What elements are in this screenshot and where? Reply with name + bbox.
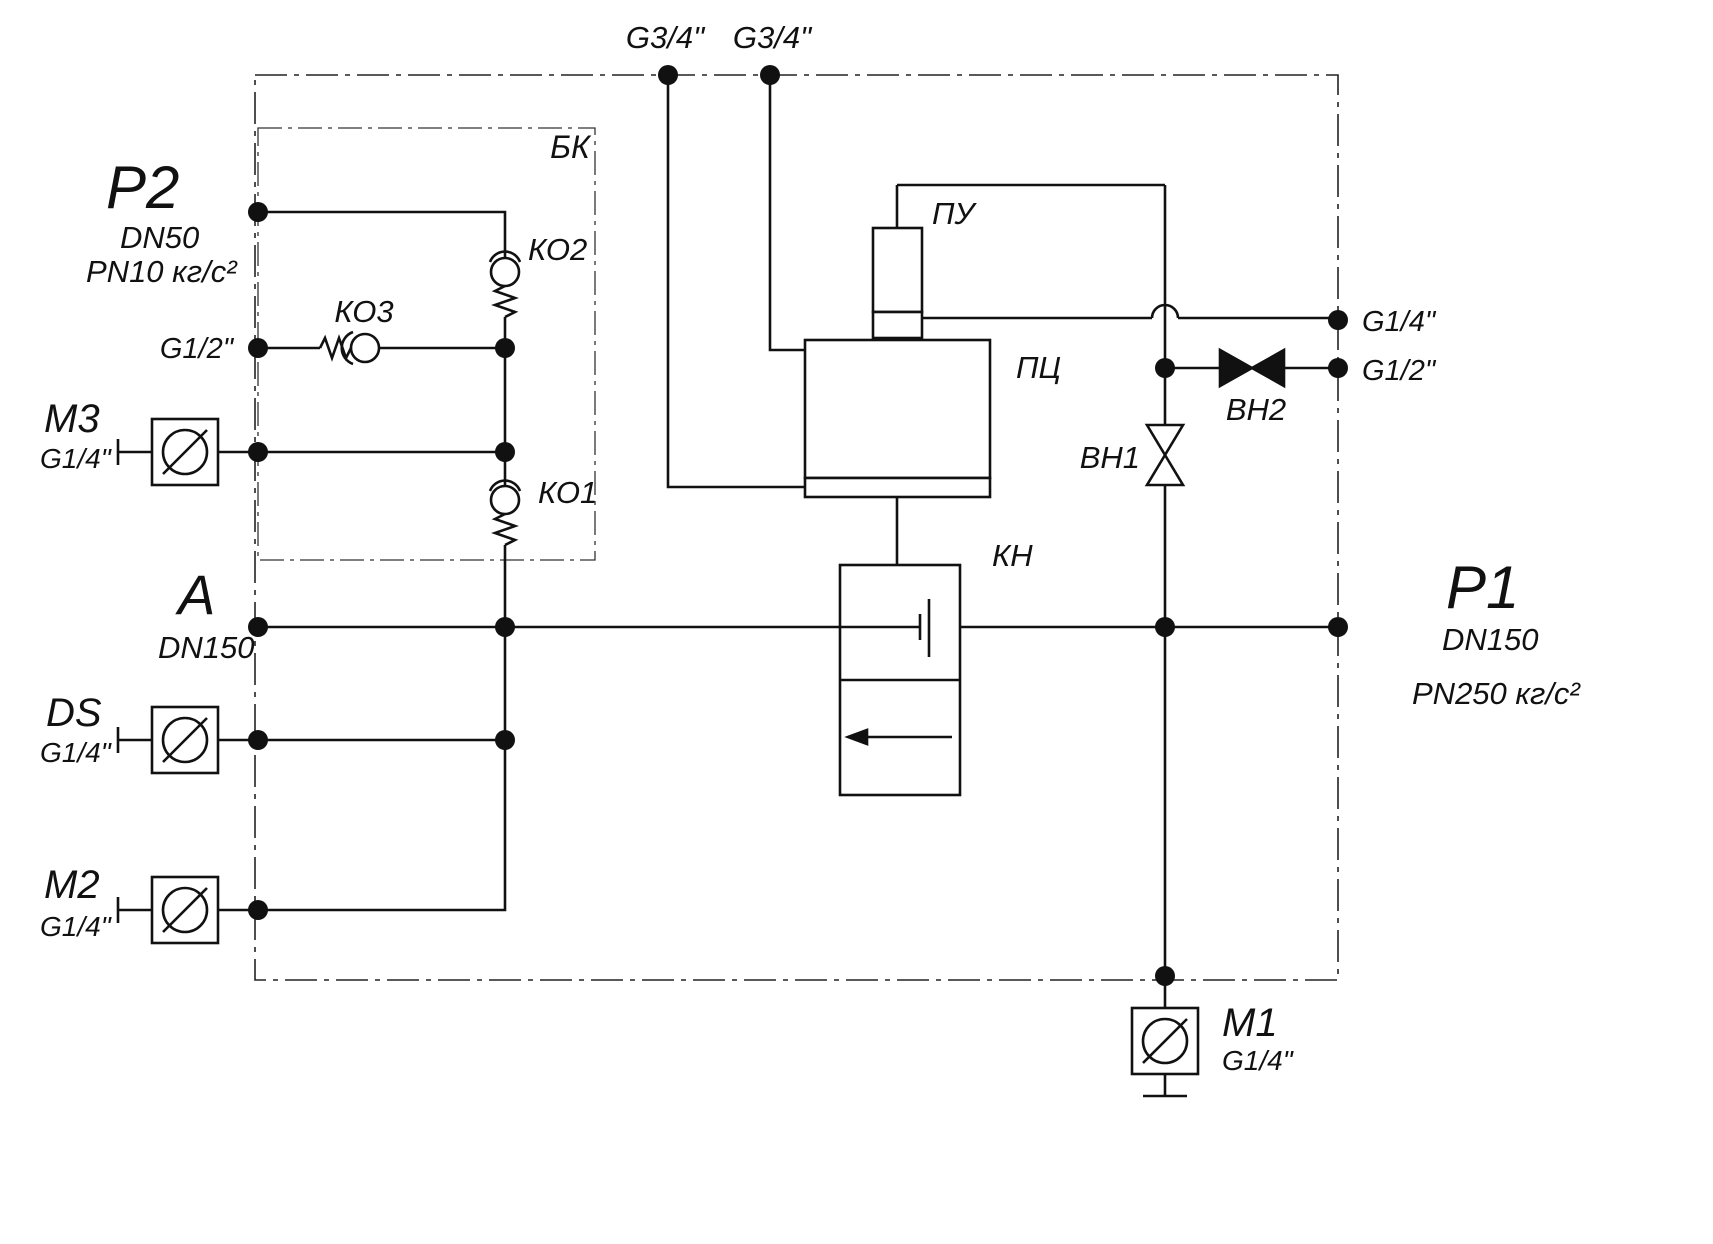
junction-dot <box>495 338 515 358</box>
port-ds-size-label: G1/4" <box>40 737 112 768</box>
labels: G3/4" G3/4" БК P2 DN50 PN10 кг/с² КО2 КО… <box>40 20 1581 1076</box>
port-p1-label: P1 <box>1446 554 1519 621</box>
valve-diagonal <box>162 887 208 933</box>
gauge-valve-ds <box>150 705 220 775</box>
pilot-actuator-pu <box>871 226 924 340</box>
port-p2-dn-label: DN50 <box>120 220 199 255</box>
port-dot <box>1328 358 1348 378</box>
valve-triangle-bottom <box>1144 452 1186 487</box>
valve-circle <box>161 428 209 476</box>
port-dot <box>248 202 268 222</box>
shutoff-valve-vn2 <box>1218 347 1286 389</box>
port-m2-size-label: G1/4" <box>40 911 112 942</box>
port-dot <box>248 900 268 920</box>
valve-triangle-left <box>1218 347 1255 389</box>
port-m3-size-label: G1/4" <box>40 443 112 474</box>
valve-triangle-right <box>1249 347 1286 389</box>
port-g34-a-label: G3/4" <box>626 20 706 55</box>
port-dot <box>1328 310 1348 330</box>
valve-vn1-label: ВН1 <box>1080 440 1140 475</box>
pneumatic-cylinder-pc <box>803 338 992 499</box>
port-m1-label: М1 <box>1222 1001 1278 1045</box>
port-p1-pn-label: PN250 кг/с² <box>1412 676 1581 711</box>
port-p2-label: P2 <box>106 154 179 221</box>
port-p1-dn-label: DN150 <box>1442 622 1539 657</box>
check-valve-seat-arc <box>340 330 354 366</box>
flow-arrow-head <box>844 728 869 746</box>
port-g12-right-label: G1/2" <box>1362 355 1437 387</box>
check-valve-seat-arc <box>488 479 522 492</box>
check-valve-ko3 <box>318 330 381 366</box>
gauge-valve-m1 <box>1130 1006 1200 1076</box>
port-g14-right-label: G1/4" <box>1362 306 1437 338</box>
port-dot <box>658 65 678 85</box>
closed-position-symbol <box>840 599 931 657</box>
port-a-label: А <box>175 563 215 626</box>
spring-icon <box>491 512 519 547</box>
port-dot <box>1328 617 1348 637</box>
junction-dot <box>495 442 515 462</box>
port-ds-label: DS <box>46 691 102 735</box>
port-m1-size-label: G1/4" <box>1222 1045 1294 1076</box>
check-valve-ball <box>489 256 521 288</box>
valve-circle <box>161 716 209 764</box>
check-valve-ko1 <box>488 479 522 547</box>
check-valve-seat-arc <box>488 250 522 263</box>
port-m2-label: М2 <box>44 863 100 907</box>
valve-ko3-label: КО3 <box>334 294 393 329</box>
junction-dot <box>1155 966 1175 986</box>
junction-dot <box>495 617 515 637</box>
port-m3-label: М3 <box>44 397 100 441</box>
port-dot <box>248 338 268 358</box>
shutoff-valve-vn1 <box>1144 423 1186 487</box>
valve-triangle-top <box>1144 423 1186 458</box>
bk-block-label: БК <box>550 129 592 165</box>
check-valve-ball <box>349 332 381 364</box>
line-hop-arc <box>1150 303 1180 319</box>
valve-vn2-label: ВН2 <box>1226 392 1286 427</box>
port-dot <box>760 65 780 85</box>
port-dot <box>248 617 268 637</box>
valve-diagonal <box>1142 1018 1188 1064</box>
pilot-body <box>871 226 924 314</box>
pipe-lines <box>116 75 1338 1098</box>
valve-ko2-label: КО2 <box>528 232 587 267</box>
valve-kn-label: КН <box>992 538 1033 573</box>
piping <box>116 75 1338 1098</box>
valve-circle <box>161 886 209 934</box>
cylinder-body <box>803 338 992 480</box>
outer-boundary <box>254 74 1339 981</box>
spring-icon <box>491 284 519 319</box>
valve-ko1-label: КО1 <box>538 475 597 510</box>
valve-diagonal <box>162 429 208 475</box>
valve-diagonal <box>162 717 208 763</box>
port-g34-b-label: G3/4" <box>733 20 813 55</box>
port-dot <box>248 442 268 462</box>
port-a-dn-label: DN150 <box>158 630 255 665</box>
cylinder-pc-label: ПЦ <box>1016 350 1061 385</box>
check-valve-ko2 <box>488 250 522 319</box>
main-valve-kn <box>838 563 962 797</box>
pilot-base <box>871 310 924 340</box>
gauge-valve-m3 <box>150 417 220 487</box>
port-g12-left-label: G1/2" <box>160 333 235 365</box>
pilot-pu-label: ПУ <box>932 196 977 231</box>
junction-dot <box>1155 358 1175 378</box>
spring-icon <box>318 334 353 362</box>
junction-dots <box>248 65 1348 986</box>
check-valve-ball <box>489 484 521 516</box>
port-dot <box>248 730 268 750</box>
port-p2-pn-label: PN10 кг/с² <box>86 254 238 289</box>
junction-dot <box>1155 617 1175 637</box>
valve-circle <box>1141 1017 1189 1065</box>
junction-dot <box>495 730 515 750</box>
cylinder-end-plate <box>803 476 992 499</box>
gauge-valve-m2 <box>150 875 220 945</box>
